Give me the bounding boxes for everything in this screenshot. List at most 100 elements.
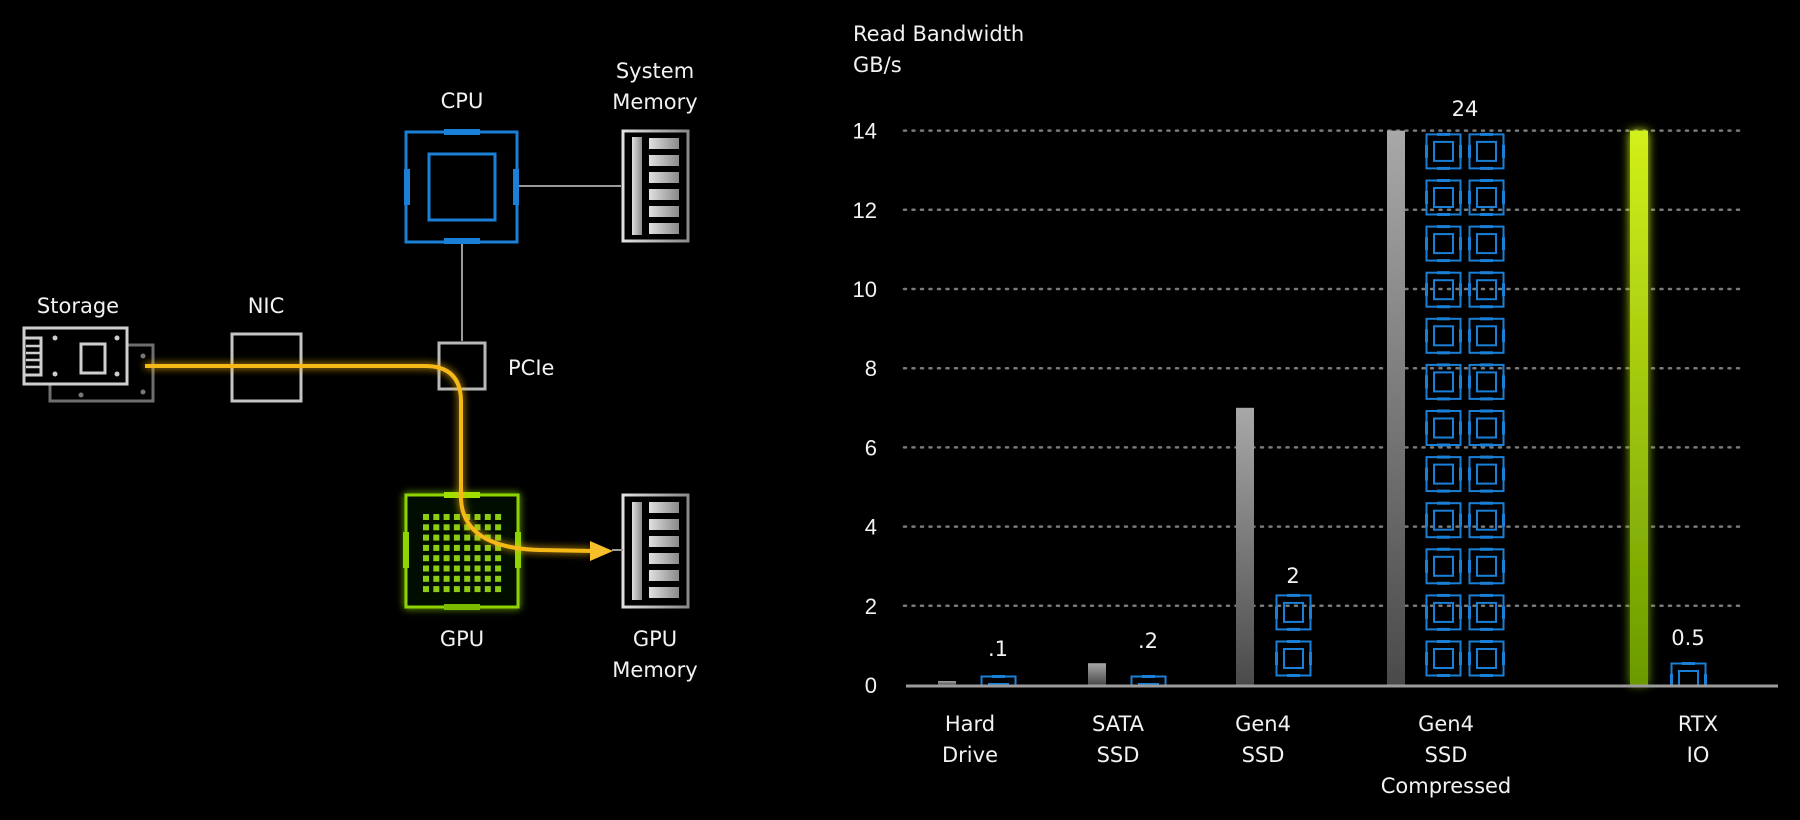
storage-icon [22,326,155,403]
gpu-core-dot [423,534,429,541]
bandwidth-bar [1088,663,1106,685]
cpu-label: CPU [440,89,484,113]
gpu-core-dot [484,586,491,593]
x-category-label: SSD [1097,743,1140,767]
gpu-core-dot [474,534,481,541]
gpu-core-dot [474,586,481,593]
memory-module-bar [649,502,679,513]
gpu-core-dot [453,575,460,582]
gpu-core-dot [484,514,491,520]
gpu-core-dot [495,575,502,582]
gpu-core-dot [453,514,460,520]
cpu-core-icon [980,675,1017,685]
gpu-core-dot [453,555,460,562]
cpu-core-icon [1425,225,1462,263]
cpu-core-icon [1670,662,1707,685]
x-category-label: SSD [1425,743,1468,767]
cpu-core-icon [1425,179,1462,216]
gpu-core-dot [423,524,429,531]
memory-module-bar [649,587,679,598]
gpu-core-dot [423,586,429,593]
cpu-core-icon [1425,593,1462,631]
gpu-core-dot [423,514,429,520]
gpu-core-dot [484,565,491,572]
cpu-core-icon [1468,225,1505,263]
cpu-core-icon [1275,640,1312,677]
gpu-core-dot [443,544,450,551]
y-tick-label: 0 [865,673,877,698]
gpu-core-dot [453,565,460,572]
gpu-core-dot [423,544,429,551]
gpu-core-dot [423,575,429,582]
x-category-label: RTX [1678,712,1718,736]
memory-module-bar [649,189,679,200]
x-category-label: SATA [1092,712,1145,736]
gpu-core-dot [443,575,450,582]
x-category-label: Hard [945,712,995,736]
core-count-label: 0.5 [1671,626,1704,650]
memory-module-bar [649,519,679,530]
gpu-core-dot [453,544,460,551]
chart-title: Read Bandwidth [853,22,1025,46]
cpu-core-icon [1425,409,1462,447]
gpu-core-dot [423,555,429,562]
cpu-core-icon [1425,547,1462,585]
gpu-core-dot [453,586,460,593]
gpu-memory-label: GPU Memory [600,624,710,686]
memory-module-bar [649,155,679,166]
gpu-core-dot [464,575,471,582]
bandwidth-bar [1630,130,1648,686]
y-tick-label: 6 [865,435,877,460]
memory-module-bar [649,536,679,547]
cpu-core-icon [1468,547,1505,585]
bandwidth-bar [938,681,956,685]
gpu-core-dot [464,514,471,520]
y-tick-label: 4 [865,515,877,540]
gpu-core-dot [484,524,491,531]
memory-module-bar [649,172,679,183]
cpu-core-icon [1468,271,1505,309]
x-category-label: Compressed [1381,774,1512,798]
cpu-core-icon [1468,363,1505,401]
memory-module-bar [649,553,679,564]
gpu-core-dot [443,524,450,531]
gpu-core-dot [495,555,502,562]
gpu-core-dot [433,544,440,551]
cpu-core-icon [1468,501,1505,539]
gpu-core-dot [443,555,450,562]
gpu-core-dot [495,544,502,551]
gpu-core-dot [423,565,429,572]
pcie-label: PCIe [508,356,555,380]
y-tick-label: 10 [853,277,877,302]
nic-label: NIC [247,294,285,318]
cpu-core-icon [1425,501,1462,539]
system-memory-label-line1: System [615,59,695,83]
core-count-label: 2 [1286,564,1299,588]
gpu-core-dot [474,544,481,551]
gpu-memory-label-line2: Memory [612,658,698,682]
gpu-core-dot [464,524,471,531]
gpu-core-dot [495,524,502,531]
gpu-core-dot [474,514,481,520]
gpu-core-dot [443,514,450,520]
cpu-icon [404,129,519,244]
gpu-core-dot [474,565,481,572]
cpu-core-icon [1468,132,1505,170]
x-category-label: Gen4 [1235,712,1291,736]
gpu-core-dot [453,534,460,541]
gpu-memory-icon [621,493,690,609]
data-path-arrow [145,364,613,561]
gpu-core-dot [495,514,502,520]
gpu-core-dot [443,586,450,593]
memory-module-bar [649,138,679,149]
gpu-core-dot [433,586,440,593]
cpu-core-icon [1425,455,1462,493]
cpu-core-icon [1468,409,1505,447]
cpu-core-icon [1275,593,1312,631]
gpu-memory-label-line1: GPU [632,627,678,651]
gpu-core-dot [464,544,471,551]
gpu-label: GPU [439,627,485,651]
chart-ylabel: GB/s [853,53,902,77]
gpu-core-dot [433,524,440,531]
